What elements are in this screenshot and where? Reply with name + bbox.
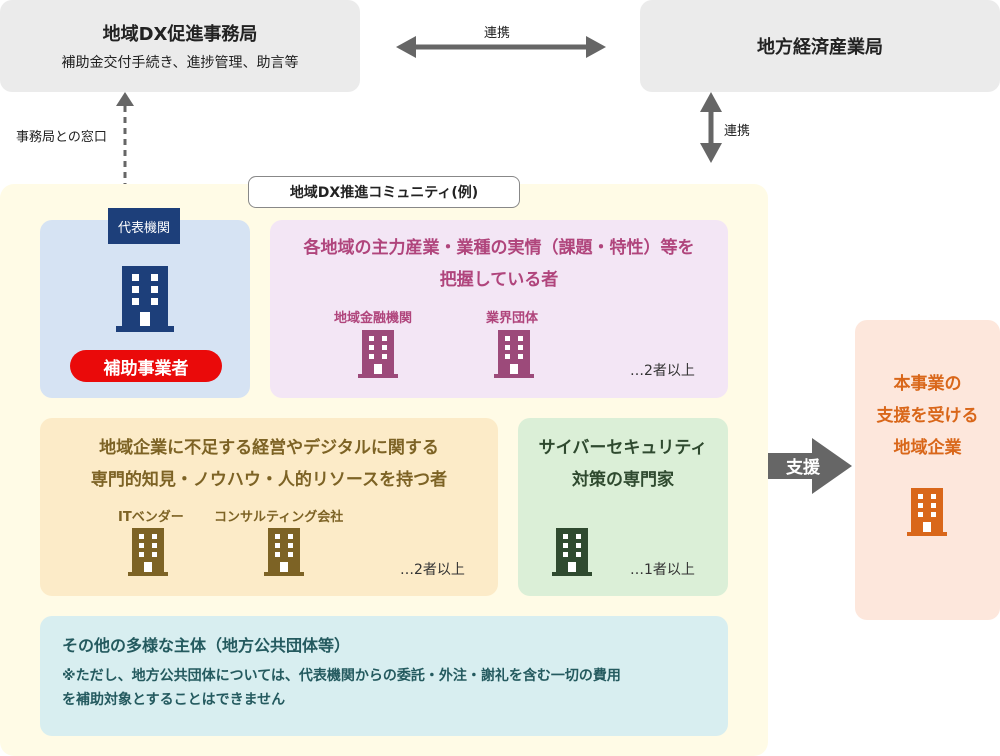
building-icon (264, 528, 304, 576)
other-note-line1: ※ただし、地方公共団体については、代表機関からの委託・外注・謝礼を含む一切の費用 (62, 668, 621, 684)
representative-label: 補助事業者 (70, 350, 222, 382)
other-entities-note: ※ただし、地方公共団体については、代表機関からの委託・外注・謝礼を含む一切の費用… (62, 664, 722, 712)
expert-group-heading: 地域企業に不足する経営やデジタルに関する 専門的知見・ノウハウ・人的リソースを持… (40, 432, 498, 496)
horizontal-link-arrow (396, 36, 606, 58)
other-note-line2: を補助対象とすることはできません (62, 692, 286, 708)
promotion-office-box: 地域DX促進事務局 補助金交付手続き、進捗管理、助言等 (0, 0, 360, 92)
building-icon (552, 528, 592, 576)
recipient-text: 本事業の 支援を受ける 地域企業 (855, 368, 1000, 464)
support-label-text: 支援 (786, 457, 820, 478)
support-arrow (768, 438, 852, 494)
representative-label-text: 補助事業者 (103, 358, 189, 379)
cyber-count: …1者以上 (630, 562, 695, 578)
other-entities-box (40, 616, 728, 736)
industry-member-label: 業界団体 (486, 311, 539, 326)
regional-bureau-title: 地方経済産業局 (757, 37, 883, 58)
expert-member-label: コンサルティング会社 (214, 510, 344, 525)
office-contact-label: 事務局との窓口 (16, 130, 107, 145)
recipient-line1: 本事業の (893, 374, 962, 394)
industry-heading-line2: 把握している者 (439, 270, 559, 290)
other-entities-title: その他の多様な主体（地方公共団体等） (62, 636, 351, 655)
industry-heading-line1: 各地域の主力産業・業種の実情（課題・特性）等を (303, 238, 695, 258)
cyber-heading-line1: サイバーセキュリティ (538, 438, 708, 458)
building-icon (358, 330, 398, 378)
community-title-text: 地域DX推進コミュニティ(例) (289, 185, 479, 201)
regional-bureau-box: 地方経済産業局 (640, 0, 1000, 92)
representative-tag: 代表機関 (108, 208, 180, 244)
building-icon (907, 488, 947, 536)
vertical-link-label: 連携 (724, 124, 751, 139)
horizontal-link-label: 連携 (484, 26, 511, 41)
industry-count: …2者以上 (630, 363, 695, 379)
expert-heading-line2: 専門的知見・ノウハウ・人的リソースを持つ者 (90, 470, 448, 490)
industry-group-heading: 各地域の主力産業・業種の実情（課題・特性）等を 把握している者 (270, 232, 728, 296)
expert-count: …2者以上 (400, 562, 465, 578)
recipient-line2: 支援を受ける (876, 406, 979, 426)
cyber-heading-line2: 対策の専門家 (572, 470, 674, 490)
cyber-group-heading: サイバーセキュリティ 対策の専門家 (518, 432, 728, 496)
industry-member-label: 地域金融機関 (334, 311, 413, 326)
recipient-line3: 地域企業 (893, 438, 962, 458)
community-title: 地域DX推進コミュニティ(例) (248, 176, 520, 208)
building-icon (116, 266, 174, 332)
building-icon (494, 330, 534, 378)
recipient-box (855, 320, 1000, 620)
representative-tag-text: 代表機関 (117, 220, 170, 236)
cyber-group-box (518, 418, 728, 596)
expert-heading-line1: 地域企業に不足する経営やデジタルに関する (99, 438, 439, 458)
support-label: 支援 (768, 440, 838, 490)
office-contact-arrow (116, 92, 134, 208)
promotion-office-title: 地域DX促進事務局 (102, 24, 258, 45)
vertical-link-arrow (700, 92, 722, 163)
expert-member-label: ITベンダー (118, 510, 184, 525)
building-icon (128, 528, 168, 576)
promotion-office-subtitle: 補助金交付手続き、進捗管理、助言等 (61, 55, 299, 71)
